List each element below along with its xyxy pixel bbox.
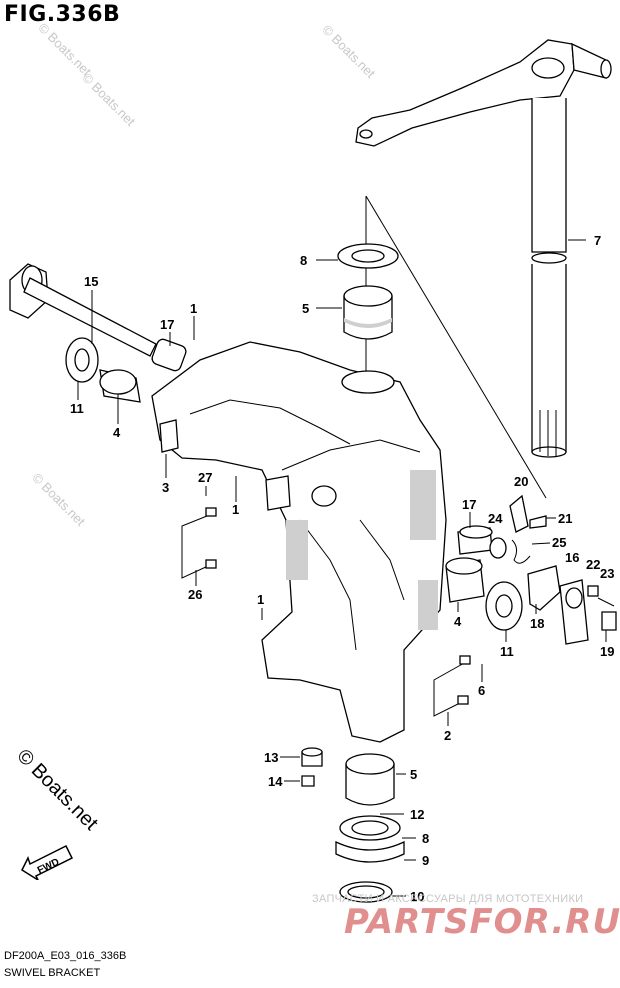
callout-2: 2 [444,728,451,743]
callout-27: 27 [198,470,212,485]
right-side-parts [445,494,617,645]
callout-17: 17 [160,317,174,332]
callout-12: 12 [410,807,424,822]
callout-15: 15 [84,274,98,289]
callout-20: 21 [558,511,572,526]
callout-11: 11 [70,401,84,416]
shop-logo: PARTSFOR.RU [344,902,620,942]
callout-1c: 1 [257,592,264,607]
figure-title: FIG.336B [4,2,121,27]
fwd-arrow-icon: FWD [21,844,74,880]
callouts: 7 8 5 15 1 17 11 4 3 27 1 26 1 17 20 21 … [70,233,614,904]
callout-17b: 17 [462,497,476,512]
shop-tagline: ЗАПЧАСТИ И АКСЕССУАРЫ ДЛЯ МОТОТЕХНИКИ [312,893,584,905]
callout-18: 18 [530,616,544,631]
tilt-tube-assembly [9,263,187,403]
callout-9: 9 [422,853,429,868]
callout-5b: 5 [410,767,417,782]
callout-3: 3 [162,480,169,495]
callout-26: 26 [188,587,202,602]
callout-4: 4 [113,425,121,440]
callout-23: 23 [600,566,614,581]
upper-bushing-stack [337,243,399,340]
callout-22: 22 [586,557,600,572]
callout-1: 1 [190,301,197,316]
callout-13: 13 [264,750,278,765]
callout-16: 16 [565,550,579,565]
callout-19: 20 [514,474,528,489]
callout-24: 24 [488,511,503,526]
diagram-caption: SWIVEL BRACKET [4,967,101,979]
drawing-code: DF200A_E03_016_336B [4,950,127,962]
callout-10: 10 [410,889,424,904]
callout-14: 14 [268,774,283,789]
swivel-bracket-body [151,341,447,743]
callout-6: 7 [594,233,601,248]
callout-5: 5 [302,301,309,316]
callout-1b: 1 [232,502,239,517]
callout-8b: 8 [422,831,429,846]
lower-bushing-stack [301,747,405,903]
callout-7: 6 [478,683,485,698]
callout-4b: 4 [454,614,462,629]
steering-shaft-assembly [355,39,612,458]
callout-8: 8 [300,253,307,268]
callout-21: 19 [600,644,614,659]
callout-11b: 11 [500,644,514,659]
ground-wires [181,507,471,717]
callout-25: 25 [552,535,566,550]
